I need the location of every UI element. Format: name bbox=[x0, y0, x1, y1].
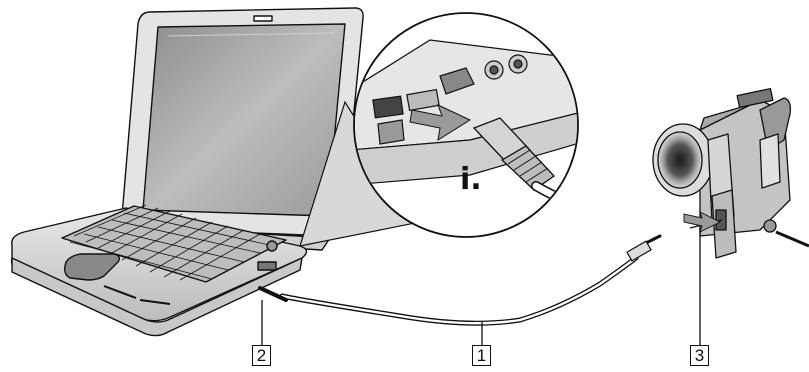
leader-lines bbox=[262, 226, 700, 345]
callout-cable: 1 bbox=[472, 345, 491, 366]
camcorder-icon bbox=[653, 89, 809, 258]
callout-camera-port: 3 bbox=[690, 345, 709, 366]
ilink-symbol-icon: i. bbox=[460, 165, 482, 195]
laptop-icon bbox=[12, 8, 363, 336]
callout-laptop-port: 2 bbox=[252, 345, 271, 366]
